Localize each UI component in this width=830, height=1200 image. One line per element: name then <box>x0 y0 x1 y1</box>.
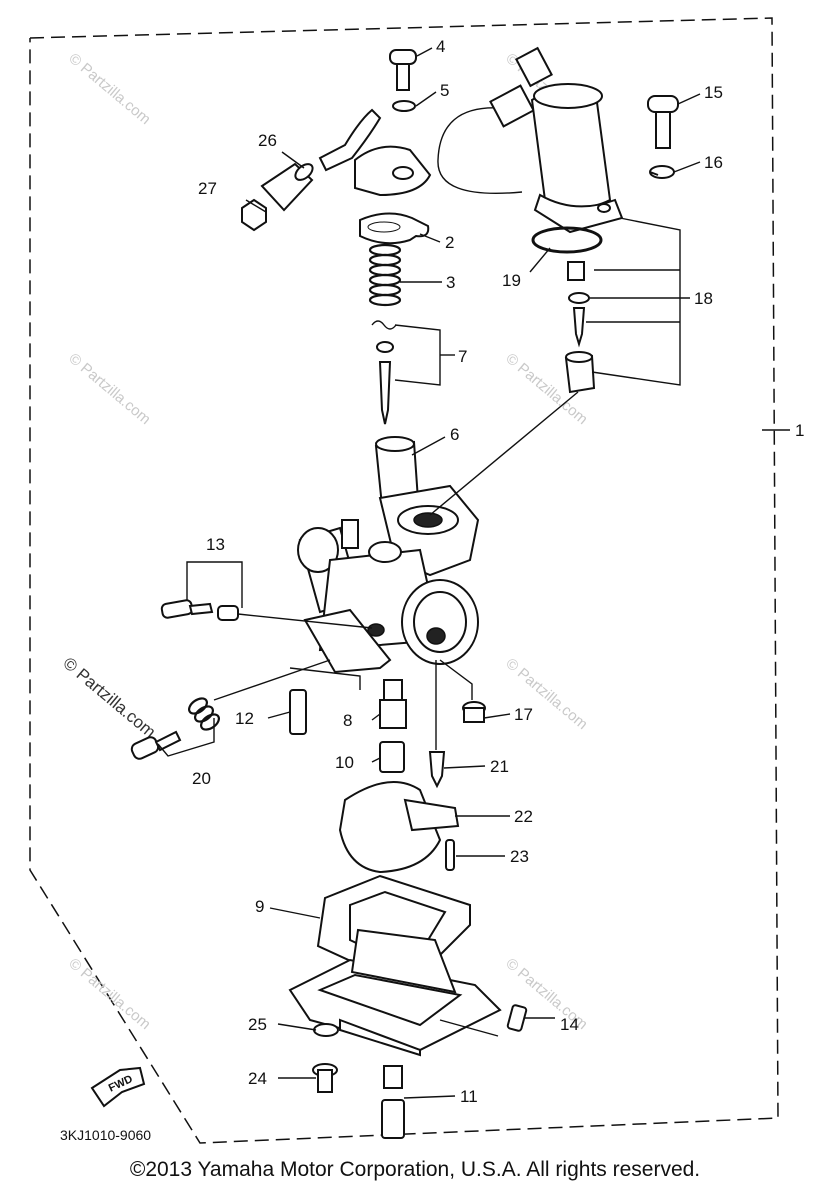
part-carburetor-body <box>297 484 480 674</box>
part-throttle-stop-screw-set-20 <box>130 697 220 760</box>
part-screw-4 <box>389 49 417 91</box>
part-spring-3 <box>368 243 402 307</box>
part-label-24: 24 <box>248 1069 267 1088</box>
part-gasket-2 <box>359 212 430 245</box>
part-label-17: 17 <box>514 705 533 724</box>
leader-lines <box>157 47 790 1099</box>
part-label-19: 19 <box>502 271 521 290</box>
part-float-pin-23 <box>445 839 455 871</box>
part-label-16: 16 <box>704 153 723 172</box>
part-label-14: 14 <box>560 1015 579 1034</box>
part-label-22: 22 <box>514 807 533 826</box>
part-main-nozzle-10 <box>379 741 405 773</box>
part-drain-screw-14 <box>506 1004 528 1032</box>
part-label-5: 5 <box>440 81 449 100</box>
part-plug-17 <box>462 701 486 723</box>
part-float-22 <box>338 781 460 874</box>
part-label-25: 25 <box>248 1015 267 1034</box>
part-label-3: 3 <box>446 273 455 292</box>
part-label-12: 12 <box>235 709 254 728</box>
assembly-boundary <box>29 17 779 1144</box>
part-needle-jet-12 <box>289 689 307 735</box>
part-label-6: 6 <box>450 425 459 444</box>
part-label-9: 9 <box>255 897 264 916</box>
part-drain-pipe-11 <box>381 1065 405 1139</box>
part-starter-set-18 <box>564 261 596 394</box>
watermark-text: © Partzilla.com <box>65 350 153 428</box>
fwd-arrow-icon: FWD <box>90 1066 146 1108</box>
part-label-4: 4 <box>436 37 445 56</box>
part-label-10: 10 <box>335 753 354 772</box>
part-label-26: 26 <box>258 131 277 150</box>
part-label-21: 21 <box>490 757 509 776</box>
part-jet-needle-set-7 <box>371 320 397 425</box>
part-nut-27 <box>241 198 267 232</box>
part-float-chamber <box>288 928 502 1057</box>
part-label-7: 7 <box>458 347 467 366</box>
watermark-text: © Partzilla.com <box>59 654 159 742</box>
part-rubber-cap-26 <box>260 162 314 212</box>
part-label-2: 2 <box>445 233 454 252</box>
part-main-jet-8 <box>379 679 407 729</box>
part-screw-24 <box>312 1063 338 1093</box>
part-cover-hose-26 <box>318 108 432 197</box>
part-label-23: 23 <box>510 847 529 866</box>
part-label-11: 11 <box>460 1087 478 1106</box>
part-label-13: 13 <box>206 535 225 554</box>
part-washer-25 <box>313 1023 339 1037</box>
watermark-text: © Partzilla.com <box>65 955 153 1033</box>
part-pilot-screw-set-13 <box>160 599 239 621</box>
part-washer-5 <box>392 100 416 112</box>
part-screw-15 <box>647 95 679 149</box>
part-clip-16 <box>649 165 676 179</box>
part-label-8: 8 <box>343 711 352 730</box>
copyright-notice: ©2013 Yamaha Motor Corporation, U.S.A. A… <box>129 1158 701 1181</box>
part-label-18: 18 <box>694 289 713 308</box>
part-label-1: 1 <box>795 421 804 440</box>
part-o-ring-19 <box>531 226 603 254</box>
part-needle-valve-21 <box>428 751 446 789</box>
part-starter-plunger-assembly <box>437 46 624 234</box>
part-number-labels: 1 2 3 4 5 6 7 8 9 10 11 12 13 14 15 16 1… <box>192 37 804 1106</box>
part-label-20: 20 <box>192 769 211 788</box>
part-label-27: 27 <box>198 179 217 198</box>
diagram-code: 3KJ1010-9060 <box>60 1127 151 1143</box>
watermark-text: © Partzilla.com <box>65 50 153 128</box>
part-throttle-valve-6 <box>374 436 420 508</box>
part-label-15: 15 <box>704 83 723 102</box>
